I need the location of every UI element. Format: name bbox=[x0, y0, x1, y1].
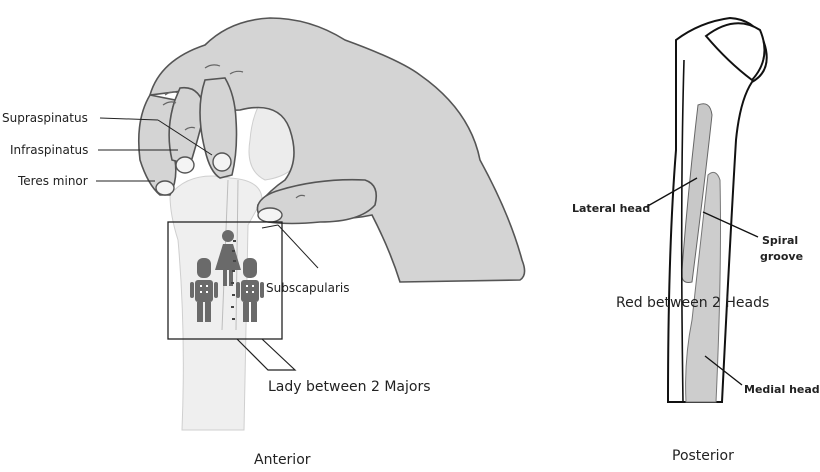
label-spiral-line2: groove bbox=[760, 250, 803, 263]
fingernail-1 bbox=[155, 180, 175, 196]
guard-figure-icon bbox=[236, 258, 264, 322]
anterior-figure: Supraspinatus Infraspinatus Teres minor … bbox=[2, 17, 526, 468]
label-lateral-head: Lateral head bbox=[572, 202, 650, 215]
humerus-shaft-left bbox=[169, 175, 263, 431]
hand bbox=[148, 17, 526, 283]
label-teres-minor: Teres minor bbox=[17, 174, 88, 188]
mnemonic-pointer bbox=[236, 338, 297, 371]
leader-lines-right bbox=[645, 177, 759, 386]
label-supraspinatus: Supraspinatus bbox=[2, 111, 88, 125]
view-label-anterior: Anterior bbox=[254, 452, 311, 468]
mnemonic-posterior: Red between 2 Heads bbox=[616, 295, 769, 311]
posterior-figure: Lateral head Spiral groove Medial head R… bbox=[572, 16, 820, 464]
fingernail-3 bbox=[212, 152, 232, 172]
lateral-head-region bbox=[681, 103, 713, 283]
mnemonic-box bbox=[167, 221, 283, 340]
medial-head-region bbox=[685, 171, 721, 403]
guard-figure-icon bbox=[190, 258, 218, 322]
dotted-groove bbox=[231, 240, 236, 320]
thumbnail bbox=[257, 207, 283, 223]
label-infraspinatus: Infraspinatus bbox=[10, 143, 88, 157]
leader-lines-left bbox=[96, 117, 319, 269]
knuckle-creases bbox=[162, 64, 306, 199]
finger-middle bbox=[168, 86, 206, 166]
shaft-inner-line bbox=[680, 59, 685, 403]
humeral-head-right bbox=[704, 22, 766, 82]
view-label-posterior: Posterior bbox=[672, 448, 734, 464]
label-subscapularis: Subscapularis bbox=[266, 281, 349, 295]
label-spiral-line1: Spiral bbox=[762, 234, 798, 247]
mnemonic-anterior: Lady between 2 Majors bbox=[268, 379, 431, 395]
fingernail-2 bbox=[175, 156, 195, 174]
label-medial-head: Medial head bbox=[744, 383, 820, 396]
